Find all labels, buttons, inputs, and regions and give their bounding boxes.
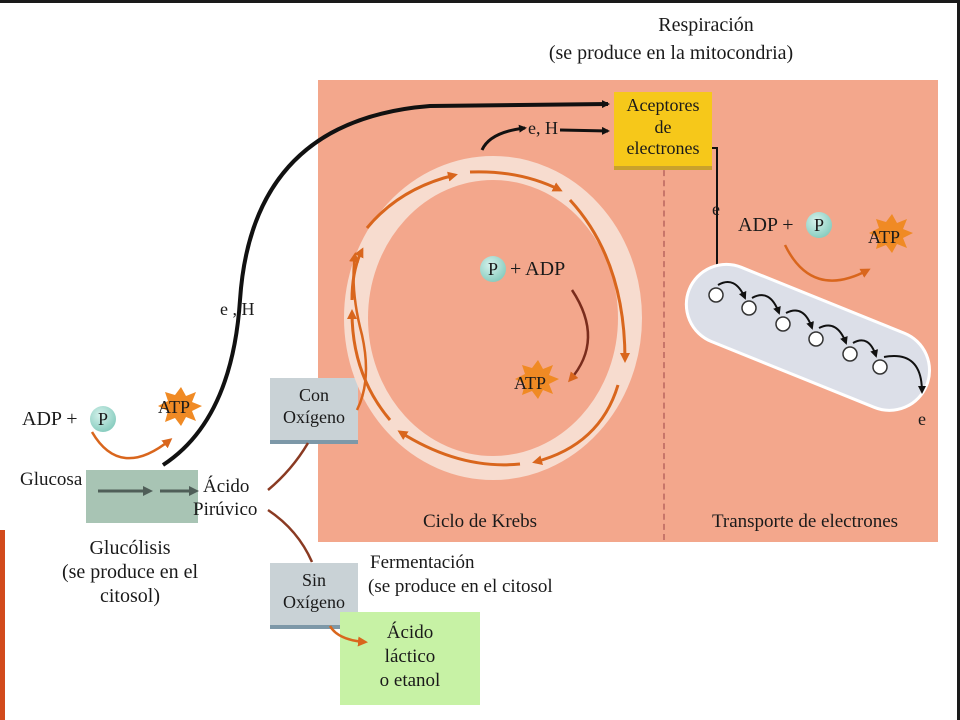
transport-phosphate-icon: P xyxy=(806,212,832,238)
pyruvic-to-without-oxygen-line xyxy=(267,508,314,563)
carrier-5 xyxy=(842,346,858,362)
glycolysis-to-acceptors-arrow xyxy=(161,100,610,467)
carrier-hop-3 xyxy=(785,309,814,330)
frame-top-border xyxy=(0,0,960,3)
with-oxygen-to-krebs-arrow xyxy=(349,252,368,411)
carrier-hop-5 xyxy=(852,339,878,358)
glucose-label: Glucosa xyxy=(20,469,83,490)
fermentation-result-2: láctico xyxy=(384,646,436,667)
electron-transport-chain xyxy=(684,262,932,412)
with-oxygen-line-2: Oxígeno xyxy=(283,407,345,427)
with-oxygen-box xyxy=(270,378,358,444)
pyruvic-line-1: Ácido xyxy=(203,476,250,497)
glucose-band xyxy=(86,470,198,523)
transport-e-top: e xyxy=(712,199,720,219)
glycolysis-atp-burst xyxy=(158,387,202,426)
carrier-4 xyxy=(808,331,824,347)
carrier-3 xyxy=(775,316,791,332)
acceptors-line-2: de xyxy=(654,117,672,137)
without-oxygen-line-1: Sin xyxy=(301,570,326,590)
with-oxygen-line-1: Con xyxy=(298,385,329,405)
transport-atp-arrow xyxy=(783,244,871,282)
krebs-arrow-2 xyxy=(469,170,563,192)
krebs-arrow-3 xyxy=(568,198,630,363)
transport-adp-label: ADP + xyxy=(738,214,794,236)
krebs-arrow-1 xyxy=(365,171,458,229)
glycolysis-atp-label: ATP xyxy=(158,397,191,417)
respiration-subtitle: (se produce en la mitocondria) xyxy=(548,42,794,64)
carrier-hop-6 xyxy=(883,355,926,394)
glycolysis-atp-arrow xyxy=(90,431,173,460)
respiration-title: Respiración xyxy=(658,14,754,36)
krebs-transport-divider xyxy=(663,160,665,540)
frame-right-border xyxy=(957,0,960,720)
krebs-adp-label: + ADP xyxy=(510,258,566,280)
acceptors-to-transport-arrow xyxy=(712,147,721,280)
carrier-1 xyxy=(708,287,724,303)
krebs-arrow-6 xyxy=(347,309,392,421)
carrier-6 xyxy=(872,359,888,375)
krebs-cycle-label: Ciclo de Krebs xyxy=(423,511,537,532)
carrier-hop-2 xyxy=(751,294,781,315)
acceptors-box xyxy=(614,92,712,170)
fermentation-result-1: Ácido xyxy=(386,622,434,643)
transport-e-bottom: e xyxy=(918,409,926,429)
krebs-atp-label: ATP xyxy=(514,373,547,393)
pyruvic-line-2: Pirúvico xyxy=(193,499,258,520)
krebs-arrow-4 xyxy=(532,384,620,466)
carrier-2 xyxy=(741,300,757,316)
acceptors-line-3: electrones xyxy=(626,138,700,158)
without-oxygen-line-2: Oxígeno xyxy=(283,592,345,612)
krebs-to-eh-arrow xyxy=(480,124,527,151)
pyruvic-to-with-oxygen-line xyxy=(267,442,310,491)
glycolysis-phosphate-icon: P xyxy=(90,406,116,432)
transport-chain-label: Transporte de electrones xyxy=(711,511,899,532)
acceptors-line-1: Aceptores xyxy=(626,95,700,115)
carrier-hop-1 xyxy=(717,281,747,300)
krebs-arrow-5 xyxy=(397,430,521,467)
transport-atp-label: ATP xyxy=(868,227,901,247)
glycolysis-title-1: Glucólisis xyxy=(89,537,171,559)
fermentation-result-3: o etanol xyxy=(379,670,441,691)
krebs-eh-label: e, H xyxy=(528,118,558,138)
glycolysis-adp-label: ADP + xyxy=(22,408,78,430)
eh-to-acceptors-arrow xyxy=(559,126,610,135)
fermentation-subtitle: (se produce en el citosol xyxy=(368,576,553,597)
fermentation-title: Fermentación xyxy=(370,552,475,573)
transport-atp-burst xyxy=(869,214,913,253)
without-oxygen-to-fermentation-arrow xyxy=(328,625,368,647)
krebs-phosphate-icon: P xyxy=(480,256,506,282)
glycolysis-title-2: (se produce en el xyxy=(61,561,199,583)
krebs-cycle-ring xyxy=(344,156,642,480)
carrier-hop-4 xyxy=(818,324,848,345)
krebs-atp-burst xyxy=(515,360,559,399)
fermentation-result-box xyxy=(340,612,480,705)
frame-left-accent xyxy=(0,530,5,720)
glycolysis-eh-label: e , H xyxy=(220,299,255,319)
glycolysis-title-3: citosol) xyxy=(100,585,160,607)
krebs-atp-arrow xyxy=(568,289,590,383)
